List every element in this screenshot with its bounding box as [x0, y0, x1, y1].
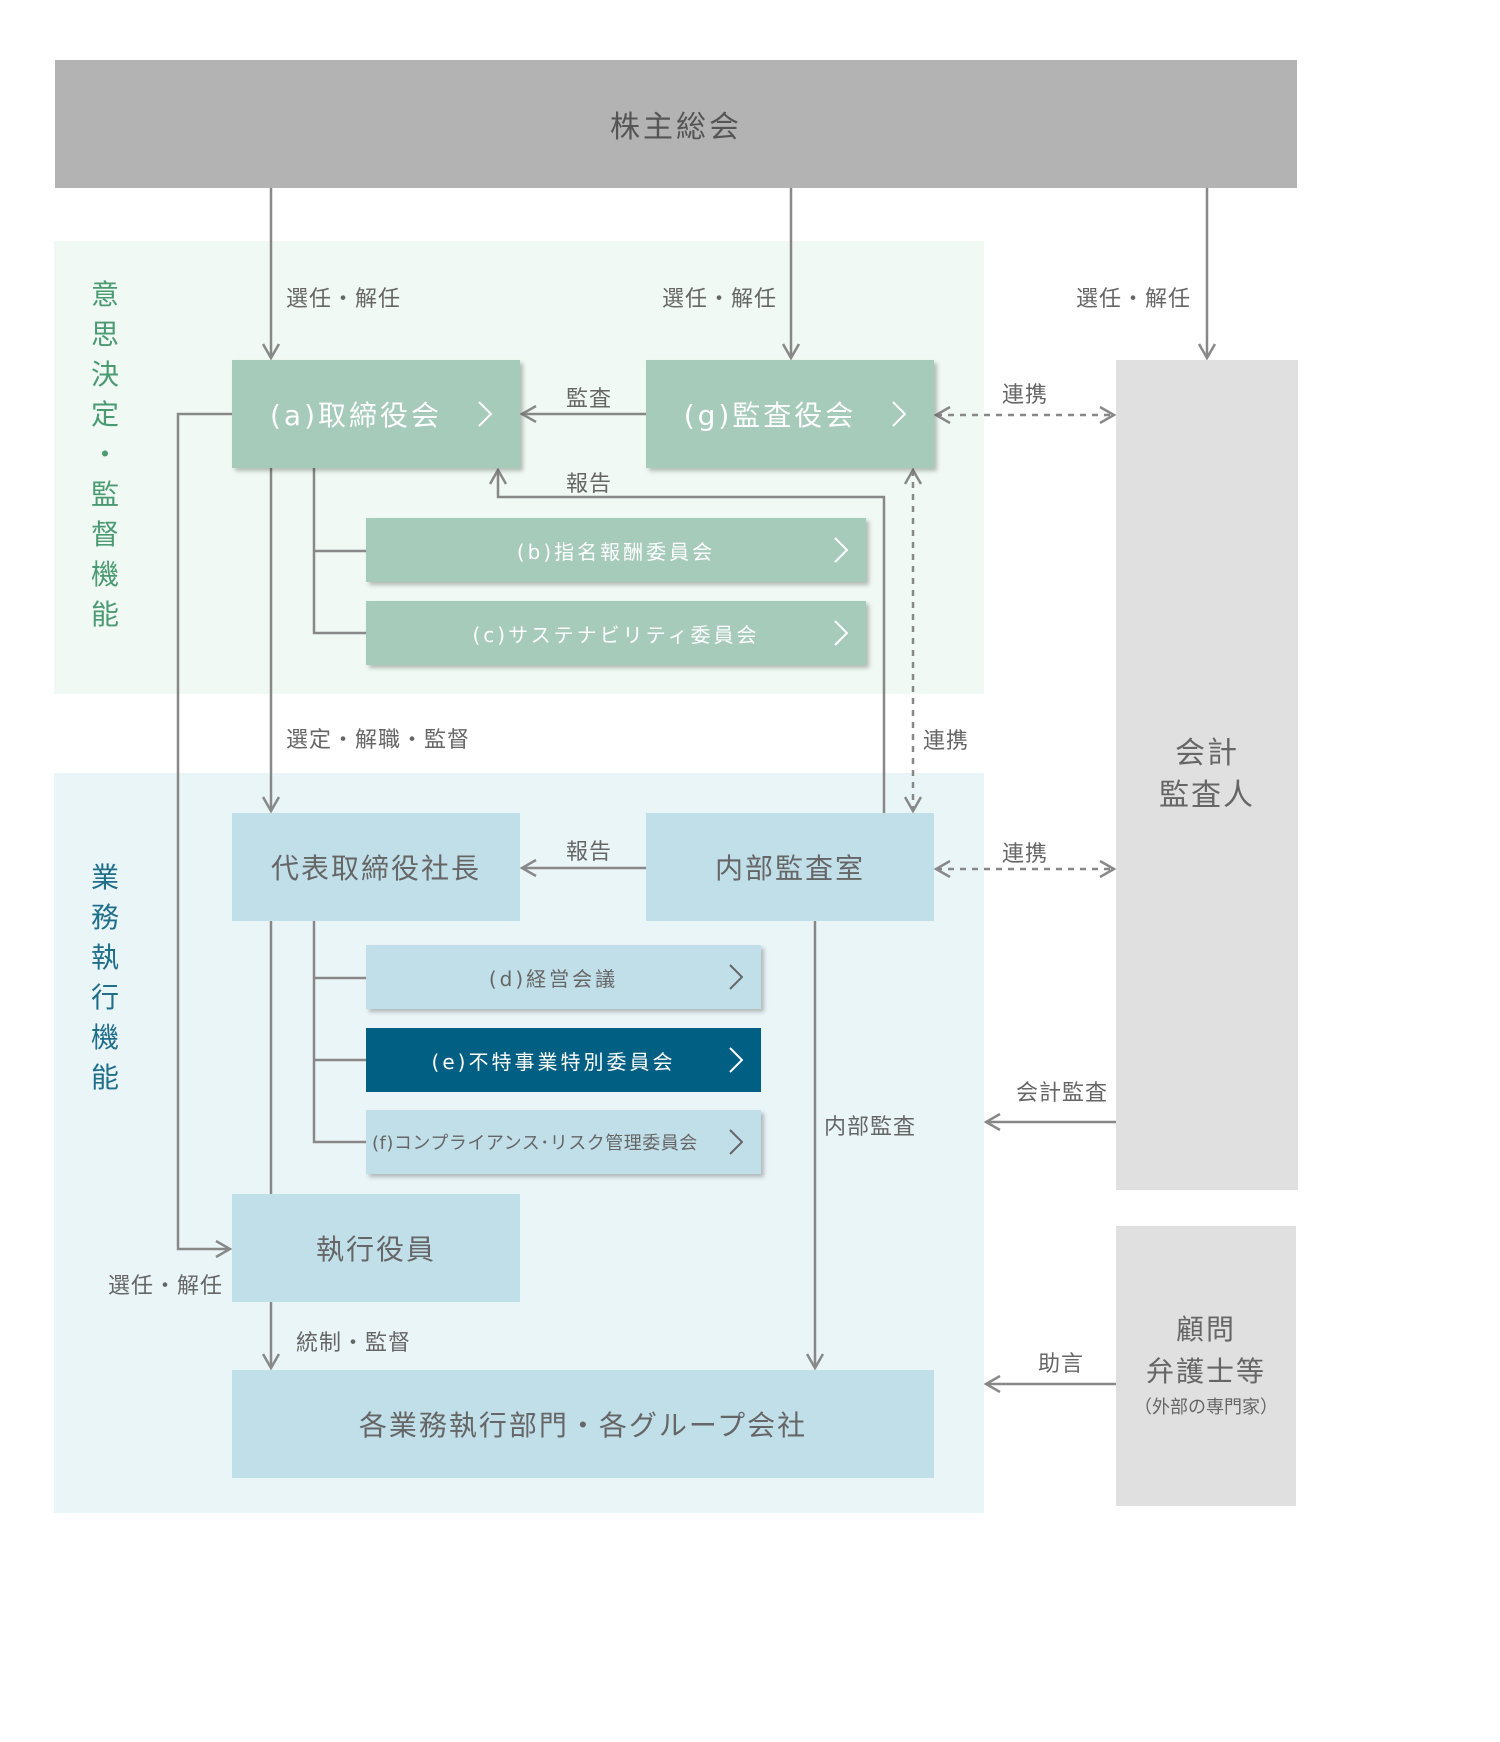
label-internal-audit: 内部監査: [824, 1115, 917, 1140]
accounting-auditor: 会計 監査人: [1116, 360, 1298, 1190]
management-meeting-box[interactable]: (d)経営会議: [366, 945, 761, 1009]
shareholders-meeting: 株主総会: [55, 60, 1297, 188]
executive-officers-box: 執行役員: [232, 1194, 520, 1302]
zone-label-char: 執: [90, 941, 119, 974]
zone-label-char: 思: [90, 318, 119, 351]
zone-label-char: 決: [90, 358, 119, 391]
chevron-right-icon: [729, 1047, 743, 1073]
label-appoint: 選定・解職・監督: [286, 728, 471, 753]
nomination-committee-box[interactable]: (b)指名報酬委員会: [366, 518, 866, 582]
zone-label-char: 能: [90, 598, 119, 631]
president-box: 代表取締役社長: [232, 813, 520, 921]
special-committee-label: (e)不特事業特別委員会: [431, 1049, 676, 1074]
chevron-right-icon: [478, 401, 492, 427]
label-audit: 監査: [566, 387, 613, 412]
label-accounting-audit: 会計監査: [1016, 1081, 1109, 1106]
nomination-committee-label: (b)指名報酬委員会: [516, 539, 716, 564]
zone-label-char: 機: [90, 558, 119, 591]
label-elect-accountant: 選任・解任: [1076, 287, 1192, 312]
zone-label-char: 督: [90, 518, 119, 551]
compliance-committee-label: (f)コンプライアンス･リスク管理委員会: [372, 1133, 698, 1154]
execution-zone-label: 業務執行機能: [85, 858, 125, 1098]
divisions-box: 各業務執行部門・各グループ会社: [232, 1370, 934, 1478]
accounting-auditor-line2: 監査人: [1159, 778, 1255, 813]
zone-label-char: 定: [90, 398, 119, 431]
audit-board-label: (g)監査役会: [683, 399, 857, 432]
legal-advisors: 顧問 弁護士等 （外部の専門家）: [1116, 1226, 1296, 1506]
accounting-auditor-line1: 会計: [1175, 736, 1239, 771]
zone-label-char: 能: [90, 1061, 119, 1094]
label-advice: 助言: [1038, 1352, 1085, 1377]
legal-advisors-line1: 顧問: [1175, 1313, 1236, 1346]
management-meeting-label: (d)経営会議: [488, 966, 619, 991]
audit-board-box[interactable]: (g)監査役会: [646, 360, 934, 468]
shareholders-meeting-label: 株主総会: [610, 110, 742, 145]
board-of-directors-box[interactable]: (a)取締役会: [232, 360, 520, 468]
arrow-board-officers: [176, 412, 232, 1249]
label-elect-officers: 選任・解任: [108, 1274, 224, 1299]
zone-label-char: 機: [90, 1021, 119, 1054]
zone-label-char: 意: [90, 278, 119, 311]
legal-advisors-line2: 弁護士等: [1145, 1355, 1266, 1388]
decision-zone-label: 意思決定・監督機能: [85, 275, 125, 635]
label-report-president: 報告: [566, 840, 613, 865]
legal-advisors-line3: （外部の専門家）: [1134, 1397, 1278, 1418]
label-control: 統制・監督: [296, 1331, 412, 1356]
zone-label-char: ・: [90, 438, 119, 471]
sustainability-committee-box[interactable]: (c)サステナビリティ委員会: [366, 601, 866, 665]
chevron-right-icon: [729, 964, 743, 990]
executive-officers-label: 執行役員: [315, 1233, 436, 1266]
sustainability-committee-label: (c)サステナビリティ委員会: [472, 622, 760, 647]
label-cooperate-middle: 連携: [1002, 842, 1049, 867]
zone-label-char: 行: [90, 981, 119, 1014]
label-elect-audit-board: 選任・解任: [662, 287, 778, 312]
internal-audit-office-box: 内部監査室: [646, 813, 934, 921]
internal-audit-office-label: 内部監査室: [714, 852, 865, 885]
special-committee-box[interactable]: (e)不特事業特別委員会: [366, 1028, 761, 1092]
chevron-right-icon: [892, 401, 906, 427]
zone-label-char: 務: [90, 901, 119, 934]
line-board-committees: [312, 468, 366, 635]
label-cooperate-top: 連携: [1002, 383, 1049, 408]
board-of-directors-label: (a)取締役会: [269, 399, 442, 432]
zone-label-char: 監: [90, 478, 119, 511]
arrow-report-board: [498, 470, 886, 813]
chevron-right-icon: [834, 537, 848, 563]
divisions-label: 各業務執行部門・各グループ会社: [358, 1409, 808, 1442]
label-cooperate-vertical: 連携: [923, 729, 970, 754]
president-label: 代表取締役社長: [270, 852, 481, 885]
compliance-committee-box[interactable]: (f)コンプライアンス･リスク管理委員会: [366, 1110, 761, 1174]
line-president-committees: [312, 921, 366, 1144]
label-report-board: 報告: [566, 472, 613, 497]
zone-label-char: 業: [90, 861, 119, 894]
chevron-right-icon: [729, 1129, 743, 1155]
label-elect-board: 選任・解任: [286, 287, 402, 312]
chevron-right-icon: [834, 620, 848, 646]
